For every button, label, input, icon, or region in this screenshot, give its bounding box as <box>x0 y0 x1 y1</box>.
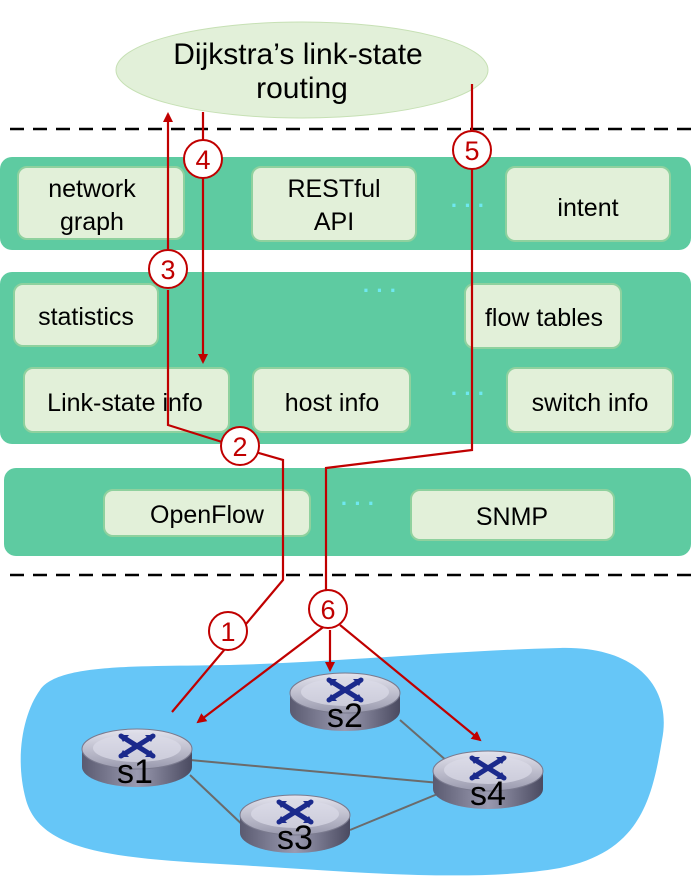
switch-s2[interactable]: s2 <box>290 673 400 735</box>
path-step-5 <box>324 84 474 600</box>
host-info-box <box>252 367 411 433</box>
snmp-box <box>410 489 615 541</box>
step-badge-1: 1 <box>208 611 248 651</box>
app-title-line2: routing <box>256 72 348 105</box>
switch-s1-label: s1 <box>117 753 153 791</box>
step-1-label: 1 <box>220 617 235 647</box>
path-step-6-s1 <box>196 624 327 724</box>
step-paths <box>163 84 482 742</box>
network-cloud <box>20 647 664 876</box>
switch-info-box <box>506 367 674 433</box>
step-4-label: 4 <box>195 145 210 175</box>
snmp-label: SNMP <box>476 503 548 531</box>
step-badges: 1 2 3 4 5 6 <box>148 130 492 651</box>
step-6-label: 6 <box>320 595 335 625</box>
network-graph-line2: graph <box>60 208 124 236</box>
openflow-label: OpenFlow <box>150 501 265 529</box>
switch-s4[interactable]: s4 <box>433 751 543 813</box>
intent-label: intent <box>557 194 618 222</box>
step-5-label: 5 <box>464 136 479 166</box>
routing-app-ellipse <box>115 21 489 119</box>
restful-api-line2: API <box>314 208 354 236</box>
host-info-label: host info <box>285 389 380 417</box>
switch-s1[interactable]: s1 <box>82 729 192 791</box>
network-graph-line1: network <box>48 175 136 203</box>
path-step-1-2 <box>166 290 285 713</box>
intent-box <box>505 166 671 242</box>
statistics-box <box>13 283 159 347</box>
northbound-ellipsis: · · · <box>451 193 485 218</box>
controller-ellipsis-bottom: · · · <box>451 381 485 406</box>
network-graph-box <box>17 166 185 240</box>
step-badge-3: 3 <box>148 249 188 289</box>
openflow-box <box>103 489 311 537</box>
restful-api-box <box>251 166 417 242</box>
southbound-ellipsis: · · · <box>341 491 375 516</box>
switch-info-label: switch info <box>532 389 649 417</box>
step-badge-4: 4 <box>183 139 223 179</box>
step-2-label: 2 <box>232 432 247 462</box>
step-badge-6: 6 <box>308 589 348 629</box>
restful-api-line1: RESTful <box>287 175 380 203</box>
link-state-info-label: Link-state info <box>47 389 203 417</box>
switch-s3[interactable]: s3 <box>240 795 350 857</box>
step-3-label: 3 <box>160 255 175 285</box>
switch-s4-label: s4 <box>470 775 506 813</box>
statistics-label: statistics <box>38 303 134 331</box>
step-badge-2: 2 <box>220 426 260 466</box>
step-badge-5: 5 <box>452 130 492 170</box>
link-state-info-box <box>23 367 230 433</box>
controller-ellipsis-top: · · · <box>363 278 397 303</box>
flow-tables-box <box>464 283 622 349</box>
app-title-line1: Dijkstra’s link-state <box>173 38 423 71</box>
switch-s2-label: s2 <box>327 697 363 735</box>
switch-s3-label: s3 <box>277 819 313 857</box>
path-step-6-s4 <box>339 624 482 742</box>
switch-links <box>189 719 449 831</box>
flow-tables-label: flow tables <box>485 304 603 332</box>
